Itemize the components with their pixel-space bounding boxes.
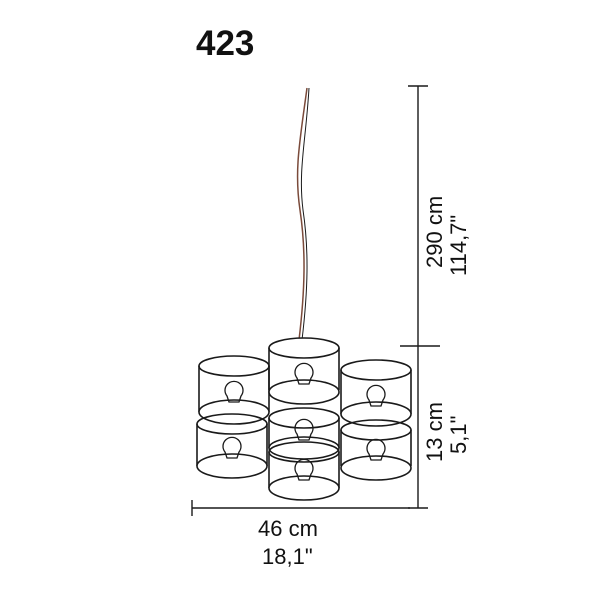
- width-in: 18,1": [262, 544, 313, 569]
- model-number: 423: [196, 24, 255, 63]
- height-total-cm: 290 cm: [422, 195, 447, 268]
- bulb-icon: [294, 362, 314, 385]
- shade-center-bottom: [268, 441, 340, 501]
- bulb-icon: [366, 384, 386, 407]
- bulbs: [222, 362, 386, 481]
- height-total-in: 114,7": [446, 214, 471, 276]
- bulb-icon: [294, 458, 314, 481]
- shade-right-top: [340, 359, 412, 427]
- bulb-icon: [366, 438, 386, 461]
- shade-left-top: [198, 355, 270, 425]
- shade-center-middle: [268, 407, 340, 460]
- bulb-icon: [294, 418, 314, 441]
- shade-center-top: [268, 337, 340, 405]
- bulb-icon: [222, 436, 242, 459]
- bulb-icon: [224, 380, 244, 403]
- dimension-lines: [191, 85, 440, 516]
- lamp-shades: [196, 337, 412, 501]
- suspension-cable: [296, 87, 308, 341]
- shade-height-cm: 13 cm: [422, 402, 447, 462]
- shade-left-bottom: [196, 413, 268, 479]
- width-cm: 46 cm: [258, 516, 318, 541]
- shade-right-bottom: [340, 419, 412, 481]
- suspension-cable-2: [300, 87, 310, 341]
- shade-height-in: 5,1": [446, 415, 471, 454]
